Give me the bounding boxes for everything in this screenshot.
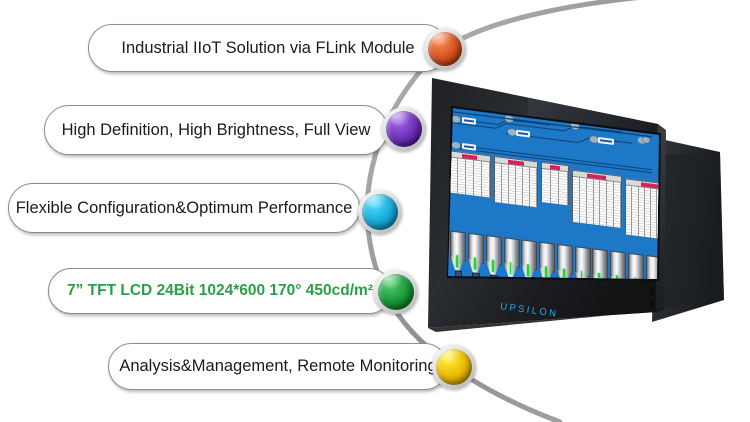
callout-pill-iiot[interactable]: Industrial IIoT Solution via FLink Modul… <box>88 24 448 72</box>
screen-recess <box>447 106 661 281</box>
bubble-gloss <box>382 275 404 291</box>
bubble-gloss <box>390 112 412 128</box>
bubble-gloss <box>440 350 462 366</box>
device-bottom-edge <box>428 310 664 332</box>
callout-label-panel-spec: 7” TFT LCD 24Bit 1024*600 170° 450cd/m² <box>66 282 373 300</box>
vent-hole <box>650 301 654 309</box>
callout-pill-panel-spec[interactable]: 7” TFT LCD 24Bit 1024*600 170° 450cd/m² <box>48 268 392 314</box>
bubble-purple[interactable] <box>382 107 426 151</box>
hmi-device: UPSILON <box>420 60 750 400</box>
callout-label-configuration: Flexible Configuration&Optimum Performan… <box>15 198 353 217</box>
vent-hole <box>650 288 654 296</box>
device-body <box>428 78 724 332</box>
bubble-green[interactable] <box>374 270 418 314</box>
callout-label-analysis: Analysis&Management, Remote Monitoring <box>119 357 437 376</box>
bubble-orange[interactable] <box>424 28 466 70</box>
callout-pill-display-quality[interactable]: High Definition, High Brightness, Full V… <box>44 105 388 155</box>
callout-label-display-quality: High Definition, High Brightness, Full V… <box>61 120 371 139</box>
callout-pill-analysis[interactable]: Analysis&Management, Remote Monitoring <box>108 343 448 390</box>
bubble-gloss <box>366 195 388 211</box>
bubble-gloss <box>432 33 452 48</box>
bubble-yellow[interactable] <box>432 345 476 389</box>
bubble-cyan[interactable] <box>358 190 402 234</box>
callout-pill-configuration[interactable]: Flexible Configuration&Optimum Performan… <box>8 183 360 233</box>
callout-label-iiot: Industrial IIoT Solution via FLink Modul… <box>121 38 415 57</box>
